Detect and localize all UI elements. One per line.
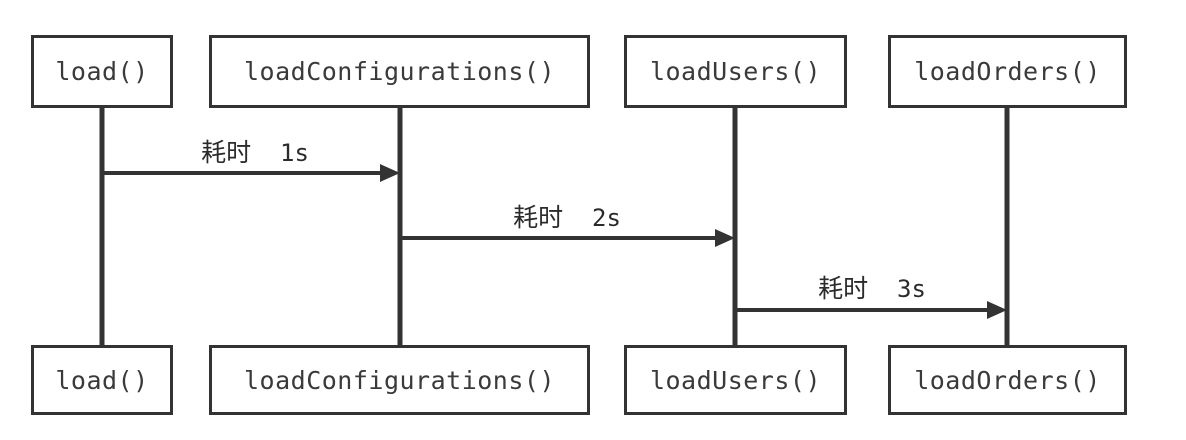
- participant-label: loadOrders(): [914, 365, 1101, 395]
- message-label-duration-word: 耗时: [201, 138, 252, 167]
- participant-box-bottom-loadUsers[interactable]: loadUsers(): [624, 345, 847, 415]
- participant-label: loadConfigurations(): [243, 57, 556, 86]
- message-arrowhead-1: [380, 164, 400, 182]
- message-label-duration-value: 2s: [592, 204, 621, 232]
- message-arrow-group: [102, 164, 1007, 319]
- message-arrowhead-3: [987, 301, 1007, 319]
- participant-box-top-loadUsers[interactable]: loadUsers(): [624, 35, 847, 108]
- participant-label: load(): [55, 365, 149, 395]
- participant-box-top-load[interactable]: load(): [31, 35, 173, 108]
- participant-box-top-loadConfigurations[interactable]: loadConfigurations(): [209, 35, 590, 108]
- message-label-duration-value: 3s: [897, 275, 926, 303]
- participant-box-bottom-loadConfigurations[interactable]: loadConfigurations(): [209, 345, 590, 415]
- message-label-2: 耗时 2s: [513, 198, 621, 234]
- message-label-3: 耗时 3s: [818, 269, 926, 305]
- participant-label: load(): [55, 57, 149, 86]
- participant-label: loadOrders(): [914, 57, 1101, 86]
- message-label-1: 耗时 1s: [201, 133, 309, 169]
- participant-label: loadUsers(): [649, 57, 822, 86]
- participant-label: loadUsers(): [649, 365, 822, 395]
- message-label-duration-value: 1s: [280, 139, 309, 167]
- message-label-duration-word: 耗时: [818, 274, 869, 303]
- message-arrowhead-2: [715, 229, 735, 247]
- lifeline-group: [99, 108, 1010, 345]
- participant-box-bottom-load[interactable]: load(): [31, 345, 173, 415]
- participant-box-top-loadOrders[interactable]: loadOrders(): [888, 35, 1127, 108]
- participant-label: loadConfigurations(): [243, 365, 556, 395]
- message-label-duration-word: 耗时: [513, 203, 564, 232]
- participant-box-bottom-loadOrders[interactable]: loadOrders(): [888, 345, 1127, 415]
